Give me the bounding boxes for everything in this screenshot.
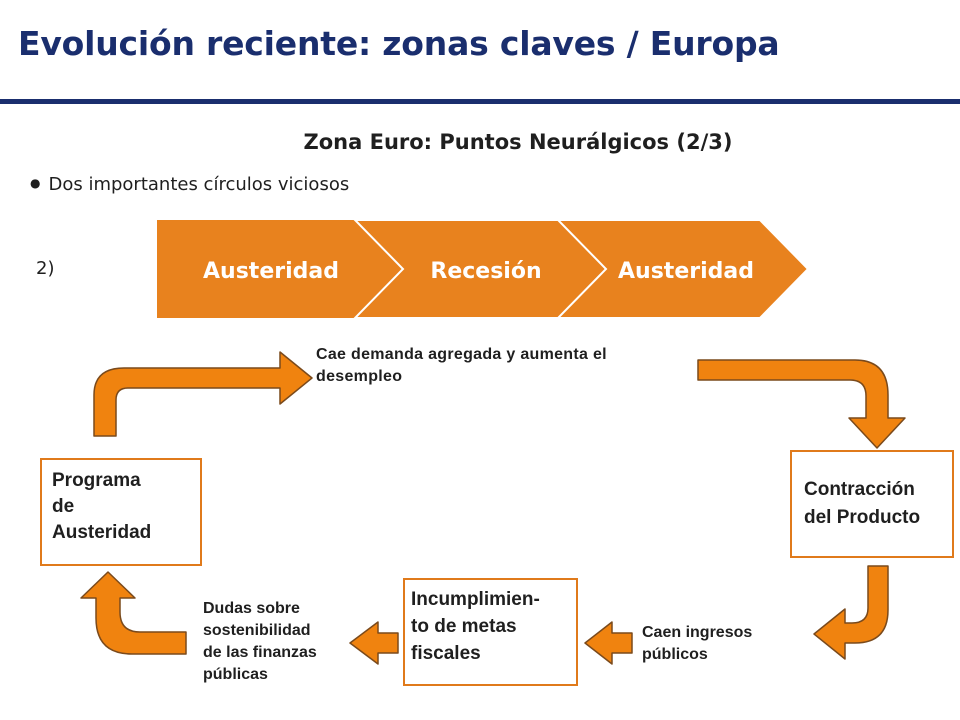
chevron-3	[555, 219, 810, 319]
dudas-label: Dudas sobre sostenibilidad de las finanz…	[203, 598, 373, 686]
programa-line-2: de	[52, 496, 75, 517]
slide-subtitle: Zona Euro: Puntos Neurálgicos (2/3)	[303, 130, 733, 154]
ingresos-line-2: públicos	[642, 646, 708, 663]
incumplimiento-line-2: to de metas	[411, 616, 517, 637]
slide-title: Evolución reciente: zonas claves / Europ…	[18, 24, 780, 63]
ingresos-line-1: Caen ingresos	[642, 624, 753, 641]
arrow-down-left-icon	[813, 565, 889, 660]
contraccion-producto-box: Contracción del Producto	[790, 450, 954, 558]
incumplimiento-line-3: fiscales	[411, 643, 481, 664]
contraccion-line-2: del Producto	[804, 507, 921, 528]
dudas-line-4: públicas	[203, 666, 268, 683]
demanda-label: Cae demanda agregada y aumenta el desemp…	[316, 344, 706, 388]
demanda-line-1: Cae demanda agregada y aumenta el	[316, 346, 607, 363]
arrow-right-down-icon	[697, 359, 906, 449]
dudas-line-1: Dudas sobre	[203, 600, 300, 617]
programa-line-1: Programa	[52, 470, 141, 491]
bullet-item: ● Dos importantes círculos viciosos	[30, 174, 349, 195]
bullet-text: Dos importantes círculos viciosos	[48, 174, 350, 195]
dudas-line-2: sostenibilidad	[203, 622, 311, 639]
title-divider	[0, 99, 960, 104]
contraccion-line-1: Contracción	[804, 479, 915, 500]
programa-line-3: Austeridad	[52, 522, 152, 543]
dudas-line-3: de las finanzas	[203, 644, 317, 661]
arrow-up-right-icon	[93, 351, 313, 437]
chevron-label-1: Austeridad	[203, 259, 339, 284]
incumplimiento-line-1: Incumplimien-	[411, 589, 540, 610]
demanda-line-2: desempleo	[316, 368, 403, 385]
chevron-label-3: Austeridad	[618, 259, 754, 284]
ingresos-label: Caen ingresos públicos	[642, 622, 812, 666]
chevron-1	[157, 220, 408, 318]
arrow-left-icon	[584, 621, 633, 665]
programa-austeridad-box: Programa de Austeridad	[40, 458, 202, 566]
arrow-left-up-icon	[80, 571, 187, 655]
incumplimiento-metas-box: Incumplimien- to de metas fiscales	[403, 578, 578, 686]
bullet-dot-icon: ●	[30, 176, 41, 190]
chevron-label-2: Recesión	[430, 259, 541, 284]
arrow-left-icon-2	[349, 621, 399, 665]
item-number: 2)	[36, 258, 55, 279]
